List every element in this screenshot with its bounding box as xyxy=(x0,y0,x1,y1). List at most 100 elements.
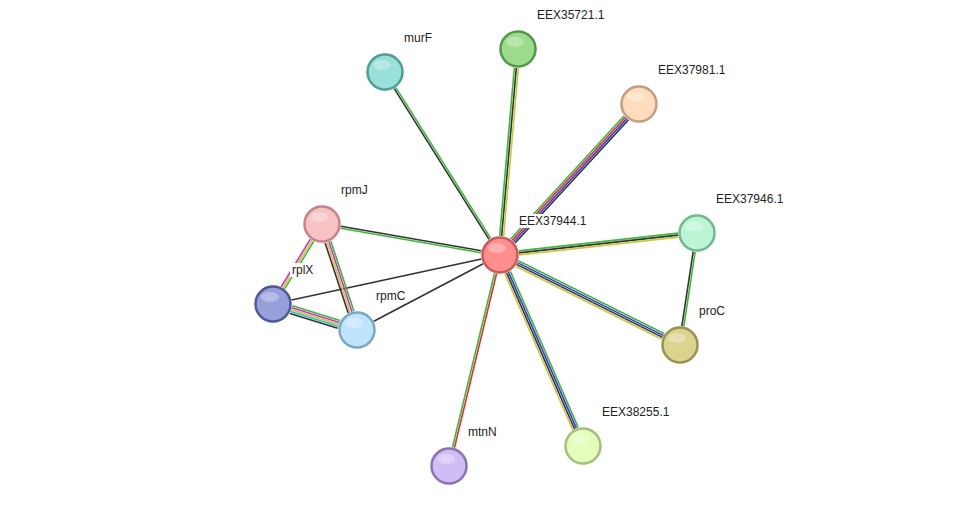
node-gloss xyxy=(373,60,391,70)
interaction-edge xyxy=(374,264,483,321)
edge-strand xyxy=(507,273,575,429)
node-label: proC xyxy=(697,304,727,318)
node-circle-shape xyxy=(622,87,657,122)
node-label: mtnN xyxy=(466,425,499,439)
node-gloss xyxy=(506,37,524,47)
node-gloss xyxy=(571,434,589,444)
node-circle-shape xyxy=(501,32,536,67)
node-circle xyxy=(481,236,519,274)
edge-strand xyxy=(502,68,517,236)
node-label: murF xyxy=(402,31,434,45)
node-gloss xyxy=(437,454,455,464)
edge-strand xyxy=(454,274,496,448)
edge-strand xyxy=(684,252,695,326)
interaction-edge xyxy=(511,116,629,243)
edge-strand xyxy=(508,272,576,428)
edge-strand xyxy=(514,119,627,242)
edge-strand xyxy=(512,117,625,240)
protein-node: rplX xyxy=(254,285,292,323)
edge-strand xyxy=(517,263,663,336)
node-circle xyxy=(620,85,658,123)
protein-node: EEX37981.1 xyxy=(620,85,658,123)
node-gloss xyxy=(627,92,645,102)
protein-node: rpmJ xyxy=(303,205,341,243)
edge-strand xyxy=(518,261,664,334)
node-gloss xyxy=(345,318,363,328)
node-circle xyxy=(564,427,602,465)
node-gloss xyxy=(310,212,328,222)
node-circle-shape xyxy=(483,238,518,273)
node-label: rpmC xyxy=(374,289,407,303)
interaction-edge xyxy=(500,68,519,236)
node-circle-shape xyxy=(680,216,715,251)
edge-strand xyxy=(325,243,348,313)
node-circle xyxy=(499,30,537,68)
protein-node: EEX38255.1 xyxy=(564,427,602,465)
node-circle xyxy=(430,447,468,485)
node-label: EEX38255.1 xyxy=(600,405,671,419)
edge-strand xyxy=(515,120,628,243)
interaction-edge xyxy=(505,271,578,430)
node-circle xyxy=(678,214,716,252)
node-circle xyxy=(661,326,699,364)
edge-strand xyxy=(341,226,482,250)
node-circle-shape xyxy=(566,429,601,464)
protein-node: mtnN xyxy=(430,447,468,485)
edge-strand xyxy=(291,310,339,325)
edge-strand xyxy=(291,312,339,327)
edge-strand xyxy=(519,235,678,253)
interaction-edge xyxy=(325,241,354,313)
interaction-edge xyxy=(452,273,496,448)
protein-node: proC xyxy=(661,326,699,364)
node-circle-shape xyxy=(340,313,375,348)
edge-strand xyxy=(504,68,519,236)
node-circle xyxy=(338,311,376,349)
edge-strand xyxy=(374,264,483,321)
interaction-edge xyxy=(394,88,490,240)
node-gloss xyxy=(668,333,686,343)
interaction-edge xyxy=(341,226,482,252)
edge-strand xyxy=(505,274,573,430)
edge-strand xyxy=(396,88,491,239)
protein-node: EEX35721.1 xyxy=(499,30,537,68)
edge-strand xyxy=(290,313,338,328)
node-gloss xyxy=(261,292,279,302)
edge-strand xyxy=(341,228,482,252)
edge-strand xyxy=(519,237,678,255)
node-label: EEX37946.1 xyxy=(714,192,785,206)
node-label: EEX37981.1 xyxy=(656,63,727,77)
node-circle-shape xyxy=(368,55,403,90)
interaction-edge xyxy=(519,233,679,255)
edge-strand xyxy=(510,271,578,427)
edge-strand xyxy=(517,264,663,337)
node-label: EEX37944.1 xyxy=(517,214,588,228)
edge-strand xyxy=(329,242,352,312)
node-gloss xyxy=(488,243,506,253)
node-label: EEX35721.1 xyxy=(535,8,606,22)
edge-strand xyxy=(519,233,678,251)
edge-strand xyxy=(516,266,662,339)
edge-strand xyxy=(327,242,350,312)
node-circle-shape xyxy=(256,287,291,322)
node-circle xyxy=(303,205,341,243)
node-circle xyxy=(366,53,404,91)
interaction-edge xyxy=(516,261,665,339)
interaction-edge xyxy=(290,306,340,328)
edge-strand xyxy=(511,116,624,239)
edge-strand xyxy=(331,241,354,311)
edge-strand xyxy=(452,273,494,447)
edge-strand xyxy=(682,252,693,326)
node-gloss xyxy=(685,221,703,231)
protein-node: murF xyxy=(366,53,404,91)
node-circle-shape xyxy=(432,449,467,484)
node-circle xyxy=(254,285,292,323)
protein-node: EEX37946.1 xyxy=(678,214,716,252)
node-circle-shape xyxy=(305,207,340,242)
edge-strand xyxy=(500,68,515,236)
interaction-edge xyxy=(682,252,695,327)
node-label: rpmJ xyxy=(339,183,370,197)
edge-strand xyxy=(394,89,489,240)
protein-node: EEX37944.1 xyxy=(481,236,519,274)
edge-strand xyxy=(292,308,340,323)
